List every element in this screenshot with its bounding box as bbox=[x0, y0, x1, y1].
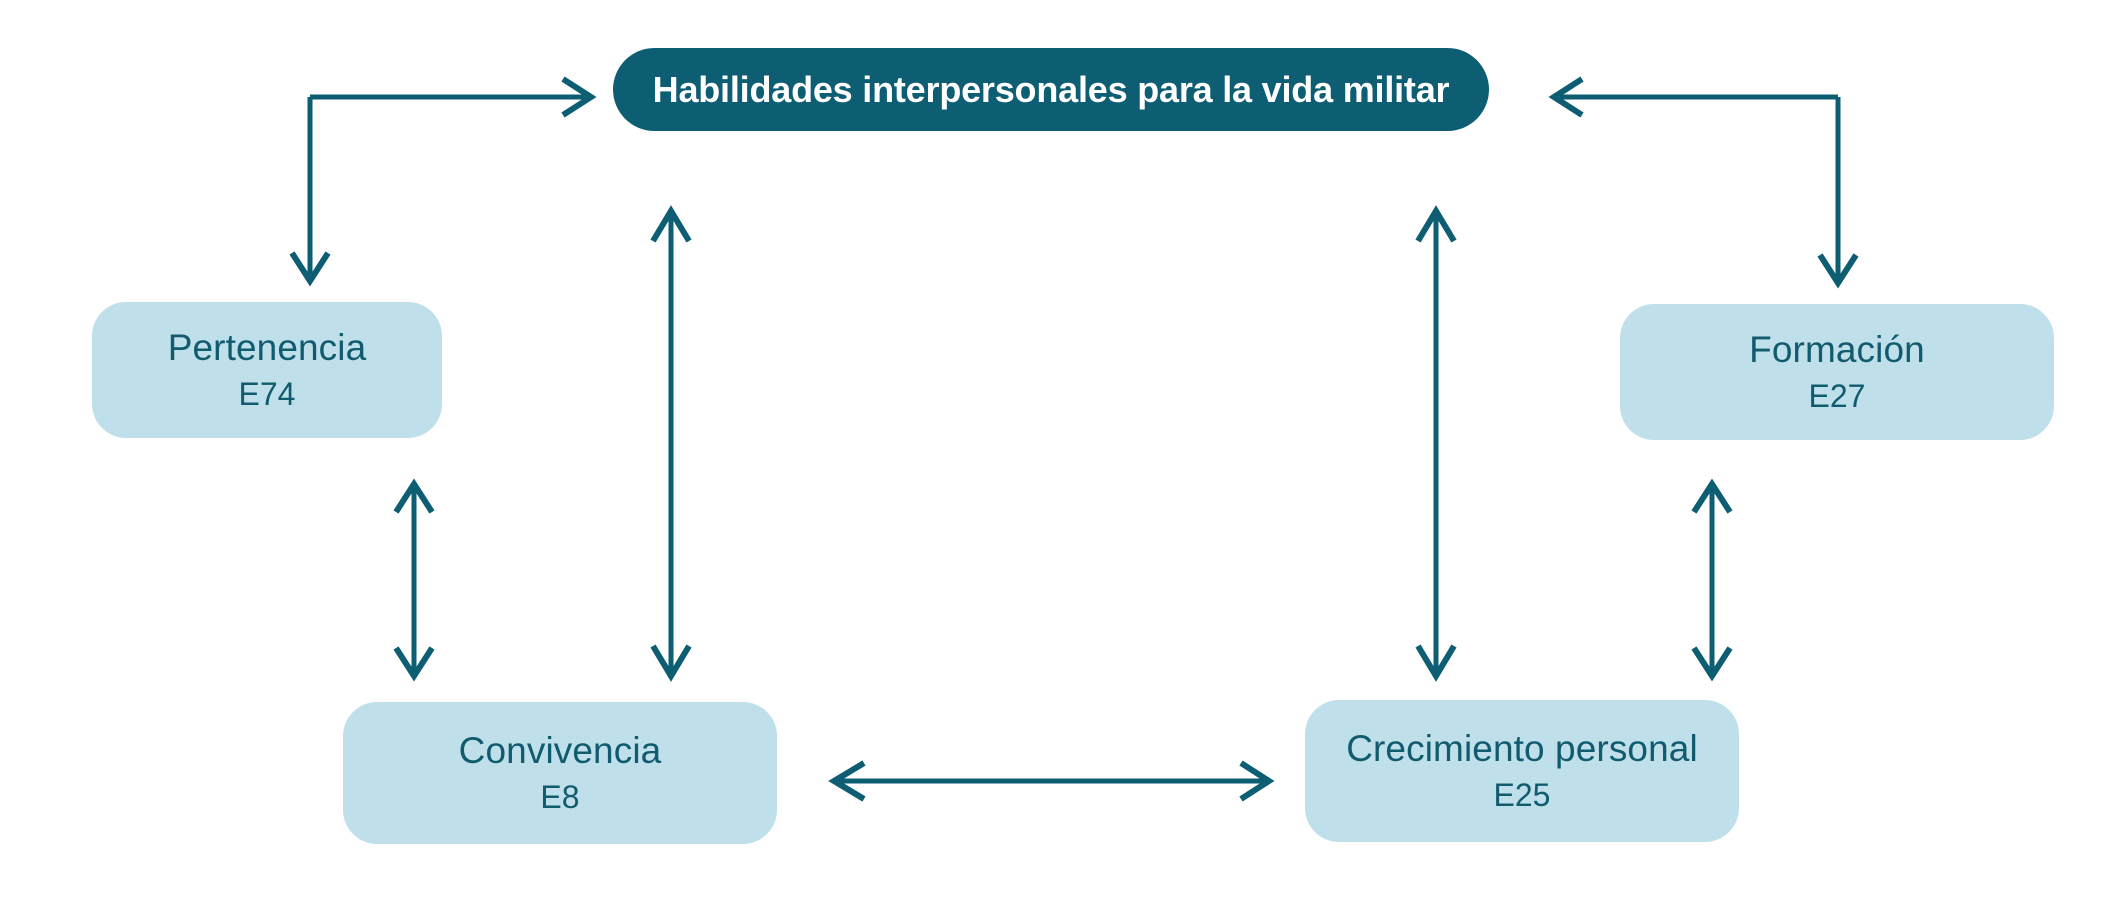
node-convivencia[interactable]: Convivencia E8 bbox=[343, 702, 777, 844]
connector-convivencia-crecimiento bbox=[828, 760, 1275, 802]
node-pertenencia-code: E74 bbox=[238, 376, 296, 413]
root-node-label: Habilidades interpersonales para la vida… bbox=[652, 68, 1450, 110]
node-formacion-code: E27 bbox=[1808, 378, 1866, 415]
node-pertenencia-label: Pertenencia bbox=[167, 326, 367, 368]
connector-root-convivencia bbox=[650, 205, 692, 682]
connector-root-pertenencia bbox=[289, 76, 597, 287]
node-pertenencia[interactable]: Pertenencia E74 bbox=[92, 302, 442, 438]
node-crecimiento-personal-code: E25 bbox=[1493, 777, 1551, 814]
node-formacion-label: Formación bbox=[1749, 328, 1925, 370]
node-crecimiento-personal-label: Crecimiento personal bbox=[1346, 727, 1698, 769]
root-node-habilidades-interpersonales[interactable]: Habilidades interpersonales para la vida… bbox=[613, 48, 1489, 131]
connector-formacion-crecimiento bbox=[1691, 478, 1733, 682]
node-convivencia-code: E8 bbox=[540, 779, 580, 816]
connector-root-formacion bbox=[1548, 76, 1859, 289]
connector-pertenencia-convivencia bbox=[393, 478, 435, 682]
connector-root-crecimiento bbox=[1415, 205, 1457, 682]
node-formacion[interactable]: Formación E27 bbox=[1620, 304, 2054, 440]
node-crecimiento-personal[interactable]: Crecimiento personal E25 bbox=[1305, 700, 1739, 842]
node-convivencia-label: Convivencia bbox=[458, 729, 662, 771]
